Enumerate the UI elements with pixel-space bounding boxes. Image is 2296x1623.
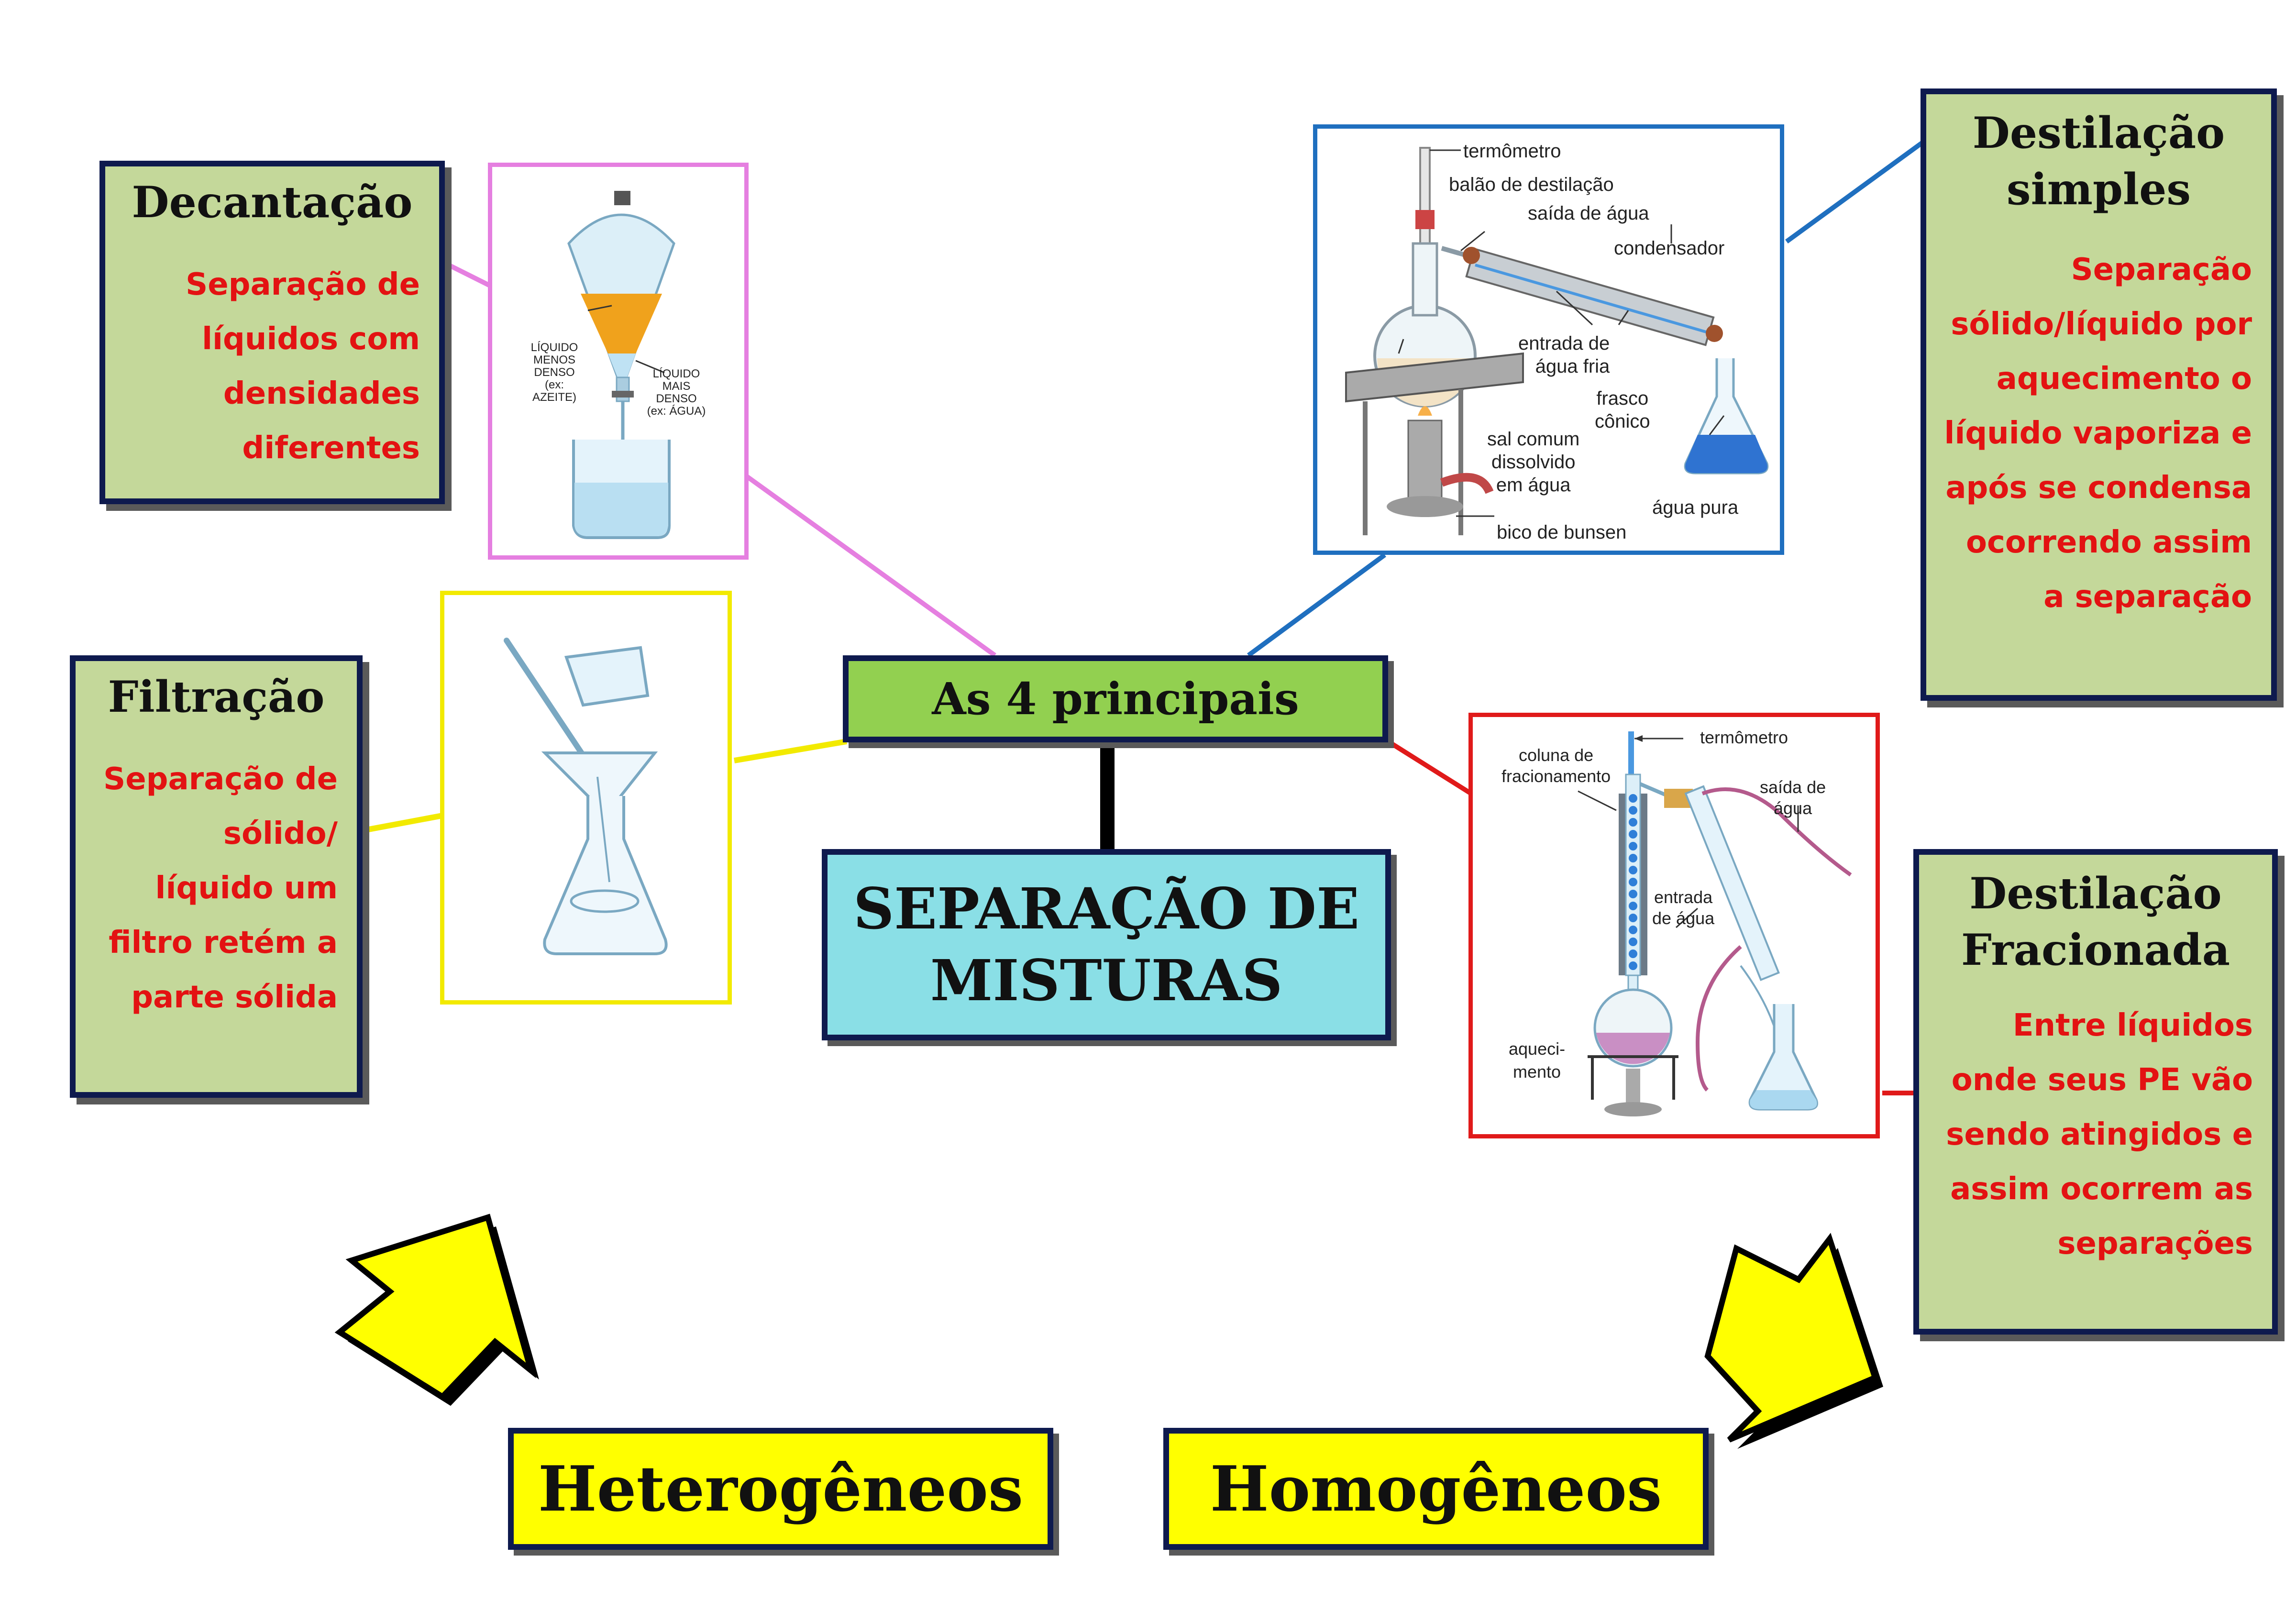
filtration-funnel-icon bbox=[504, 638, 668, 955]
label-entrada-fracionada: entrada de água bbox=[1652, 887, 1715, 928]
label-aquecimento: aqueci- mento bbox=[1509, 1039, 1566, 1082]
arrow-right-icon bbox=[1704, 1233, 1883, 1449]
label-termometro: termômetro bbox=[1463, 141, 1561, 162]
destilacao-fracionada-box: Destilação Fracionada Entre líquidos ond… bbox=[1913, 849, 2278, 1335]
decantacao-figure: LÍQUIDO MENOS DENSO (ex: AZEITE) LÍQUIDO… bbox=[488, 163, 749, 560]
destilacao-simples-desc: Separação sólido/líquido por aquecimento… bbox=[1944, 252, 2252, 615]
connector-decantacao-center bbox=[745, 474, 996, 658]
arrow-left-icon bbox=[334, 1214, 539, 1406]
connector-simples-box bbox=[1785, 136, 1929, 244]
separatory-funnel-icon bbox=[567, 191, 675, 539]
filtracao-title: Filtração bbox=[108, 672, 325, 722]
destilacao-simples-box: Destilação simples Separação sólido/líqu… bbox=[1921, 88, 2277, 701]
center-title: SEPARAÇÃO DE MISTURAS bbox=[822, 849, 1391, 1040]
category-heterogeneos: Heterogêneos bbox=[508, 1428, 1053, 1550]
decantacao-desc: Separação de líquidos com densidades dif… bbox=[186, 267, 420, 466]
center-title-line2: MISTURAS bbox=[930, 947, 1283, 1014]
filtracao-figure bbox=[440, 591, 732, 1005]
label-more-dense: LÍQUIDO MAIS DENSO (ex: ÁGUA) bbox=[647, 367, 706, 418]
center-connector-bar bbox=[1100, 741, 1115, 851]
label-entrada: entrada de água fria bbox=[1518, 333, 1610, 377]
center-subtitle-text: As 4 principais bbox=[932, 673, 1299, 725]
label-sal: sal comum dissolvido em água bbox=[1487, 429, 1580, 496]
label-bico: bico de bunsen bbox=[1497, 522, 1627, 543]
connector-filtracao-center bbox=[733, 739, 848, 763]
label-condensador: condensador bbox=[1614, 238, 1725, 259]
destilacao-simples-title: Destilação simples bbox=[1972, 108, 2225, 215]
label-saida-fracionada: saída de água bbox=[1760, 777, 1826, 818]
fractional-distillation-icon bbox=[1578, 731, 1852, 1116]
label-less-dense: LÍQUIDO MENOS DENSO (ex: AZEITE) bbox=[530, 341, 578, 404]
destilacao-fracionada-title: Destilação Fracionada bbox=[1961, 868, 2230, 975]
connector-fracionada-center bbox=[1391, 741, 1477, 799]
decantacao-title: Decantação bbox=[132, 177, 413, 228]
label-agua-pura: água pura bbox=[1652, 497, 1739, 518]
label-balao: balão de destilação bbox=[1449, 174, 1614, 195]
label-frasco: frasco cônico bbox=[1595, 388, 1650, 432]
center-title-line1: SEPARAÇÃO DE bbox=[853, 875, 1360, 942]
filtracao-box: Filtração Separação de sólido/ líquido u… bbox=[70, 655, 363, 1098]
connector-simples-center bbox=[1247, 552, 1386, 658]
decantacao-box: Decantação Separação de líquidos com den… bbox=[99, 161, 445, 504]
center-subtitle: As 4 principais bbox=[843, 655, 1388, 742]
connector-decantacao-box bbox=[443, 261, 494, 289]
label-termometro-fracionada: termômetro bbox=[1700, 728, 1788, 747]
label-saida: saída de água bbox=[1528, 203, 1649, 224]
destilacao-fracionada-desc: Entre líquidos onde seus PE vão sendo at… bbox=[1946, 1008, 2253, 1261]
destilacao-fracionada-figure: termômetro coluna de fracionamento saída… bbox=[1468, 713, 1880, 1138]
filtracao-desc: Separação de sólido/ líquido um filtro r… bbox=[103, 762, 338, 1015]
destilacao-simples-figure: termômetro balão de destilação saída de … bbox=[1313, 124, 1784, 555]
simple-distillation-icon bbox=[1345, 147, 1769, 535]
label-coluna: coluna de fracionamento bbox=[1501, 745, 1611, 786]
connector-filtracao-box bbox=[365, 813, 443, 833]
category-homogeneos: Homogêneos bbox=[1163, 1428, 1709, 1550]
